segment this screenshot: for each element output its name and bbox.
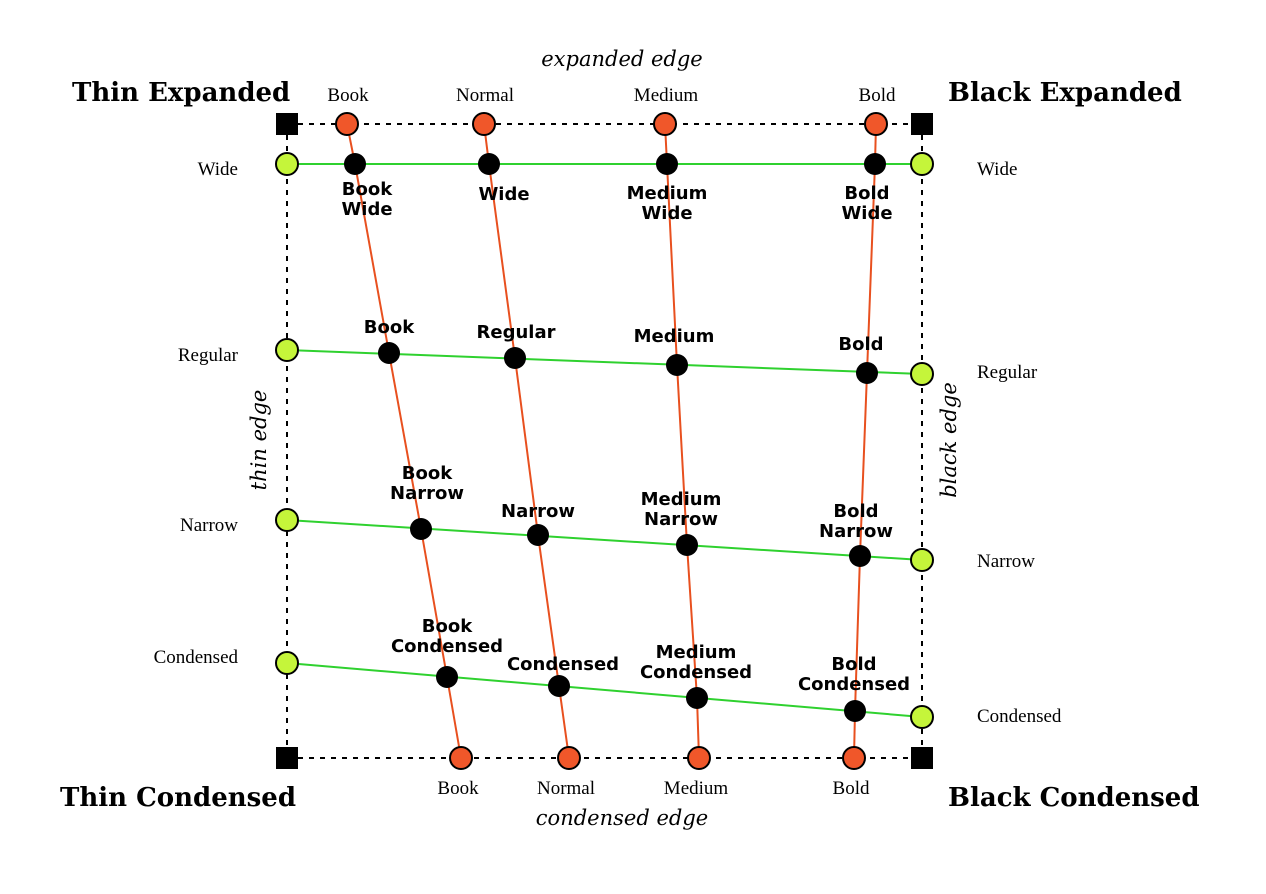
corner-master-square: [911, 747, 933, 769]
weight-master-dot: [449, 746, 473, 770]
corner-label-thin-condensed: Thin Condensed: [60, 783, 296, 813]
instance-dot: [849, 545, 871, 567]
instance-dot: [478, 153, 500, 175]
instance-label: Bold: [838, 334, 883, 355]
instance-dot: [436, 666, 458, 688]
width-master-dot: [275, 651, 299, 675]
weight-label-top: Medium: [634, 85, 699, 106]
weight-master-dot: [687, 746, 711, 770]
instance-dot: [844, 700, 866, 722]
weight-label-bottom: Book: [437, 778, 479, 799]
edge-label-thin: thin edge: [247, 390, 271, 491]
corner-label-thin-expanded: Thin Expanded: [72, 78, 290, 108]
weight-label-top: Normal: [456, 85, 514, 106]
width-label-right: Narrow: [977, 551, 1035, 572]
instance-dot: [378, 342, 400, 364]
width-label-left: Wide: [198, 159, 238, 180]
weight-label-bottom: Normal: [537, 778, 595, 799]
instance-dot: [527, 524, 549, 546]
edge-label-black: black edge: [937, 382, 961, 498]
instance-dot: [864, 153, 886, 175]
width-line: [286, 662, 923, 718]
width-lines: [286, 163, 923, 718]
weight-master-dot: [557, 746, 581, 770]
width-master-dot: [910, 705, 934, 729]
width-master-dot: [910, 548, 934, 572]
instance-dot: [410, 518, 432, 540]
weight-label-top: Book: [327, 85, 369, 106]
edge-label-expanded: expanded edge: [541, 47, 703, 71]
weight-master-dot: [653, 112, 677, 136]
instance-dot: [548, 675, 570, 697]
width-label-right: Condensed: [977, 706, 1062, 727]
corner-master-square: [276, 113, 298, 135]
instance-dot: [856, 362, 878, 384]
corner-label-black-condensed: Black Condensed: [948, 783, 1200, 813]
weight-master-dot: [864, 112, 888, 136]
instance-label: Narrow: [501, 501, 575, 522]
instance-label: Wide: [478, 184, 529, 205]
instance-dot: [656, 153, 678, 175]
weight-master-dot: [472, 112, 496, 136]
instance-dot: [504, 347, 526, 369]
weight-master-dot: [335, 112, 359, 136]
edge-label-condensed: condensed edge: [536, 806, 708, 830]
weight-label-bottom: Bold: [833, 778, 870, 799]
instance-dot: [666, 354, 688, 376]
width-master-dot: [275, 338, 299, 362]
instance-label: Condensed: [507, 654, 619, 675]
width-label-right: Regular: [977, 362, 1038, 383]
instance-label: Book: [364, 317, 415, 338]
node-dots: [275, 112, 934, 770]
instance-dot: [686, 687, 708, 709]
node-labels: Thin Expanded Black Expanded Thin Conden…: [60, 47, 1200, 830]
width-master-dot: [910, 362, 934, 386]
width-line: [286, 519, 923, 561]
weight-label-bottom: Medium: [664, 778, 729, 799]
width-master-dot: [910, 152, 934, 176]
width-label-right: Wide: [977, 159, 1017, 180]
width-master-dot: [275, 508, 299, 532]
instance-label: Regular: [477, 322, 556, 343]
corner-master-square: [911, 113, 933, 135]
weight-master-dot: [842, 746, 866, 770]
instance-dot: [676, 534, 698, 556]
width-label-left: Condensed: [154, 647, 239, 668]
width-master-dot: [275, 152, 299, 176]
width-label-left: Regular: [178, 345, 239, 366]
corner-master-square: [276, 747, 298, 769]
corner-label-black-expanded: Black Expanded: [948, 78, 1182, 108]
instance-dot: [344, 153, 366, 175]
width-label-left: Narrow: [180, 515, 238, 536]
instance-label: Medium: [634, 326, 715, 347]
weight-label-top: Bold: [859, 85, 896, 106]
